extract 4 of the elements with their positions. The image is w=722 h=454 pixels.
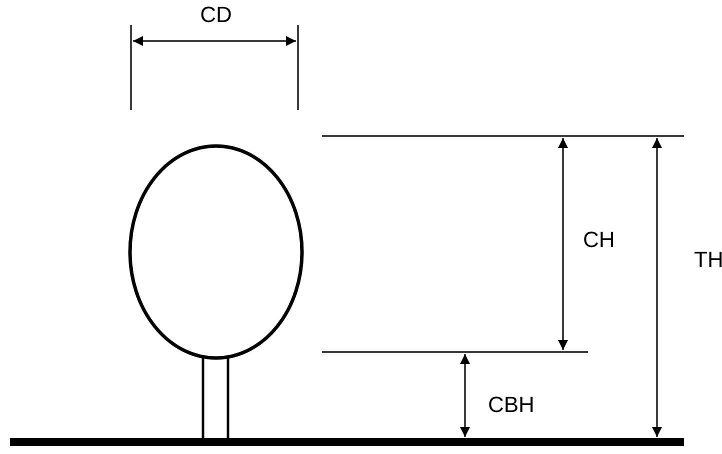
dimension-label: CD bbox=[200, 4, 232, 26]
dimension-label: CBH bbox=[488, 394, 534, 416]
dimension-label: CH bbox=[583, 229, 615, 251]
dimension-label: TH bbox=[694, 249, 722, 271]
